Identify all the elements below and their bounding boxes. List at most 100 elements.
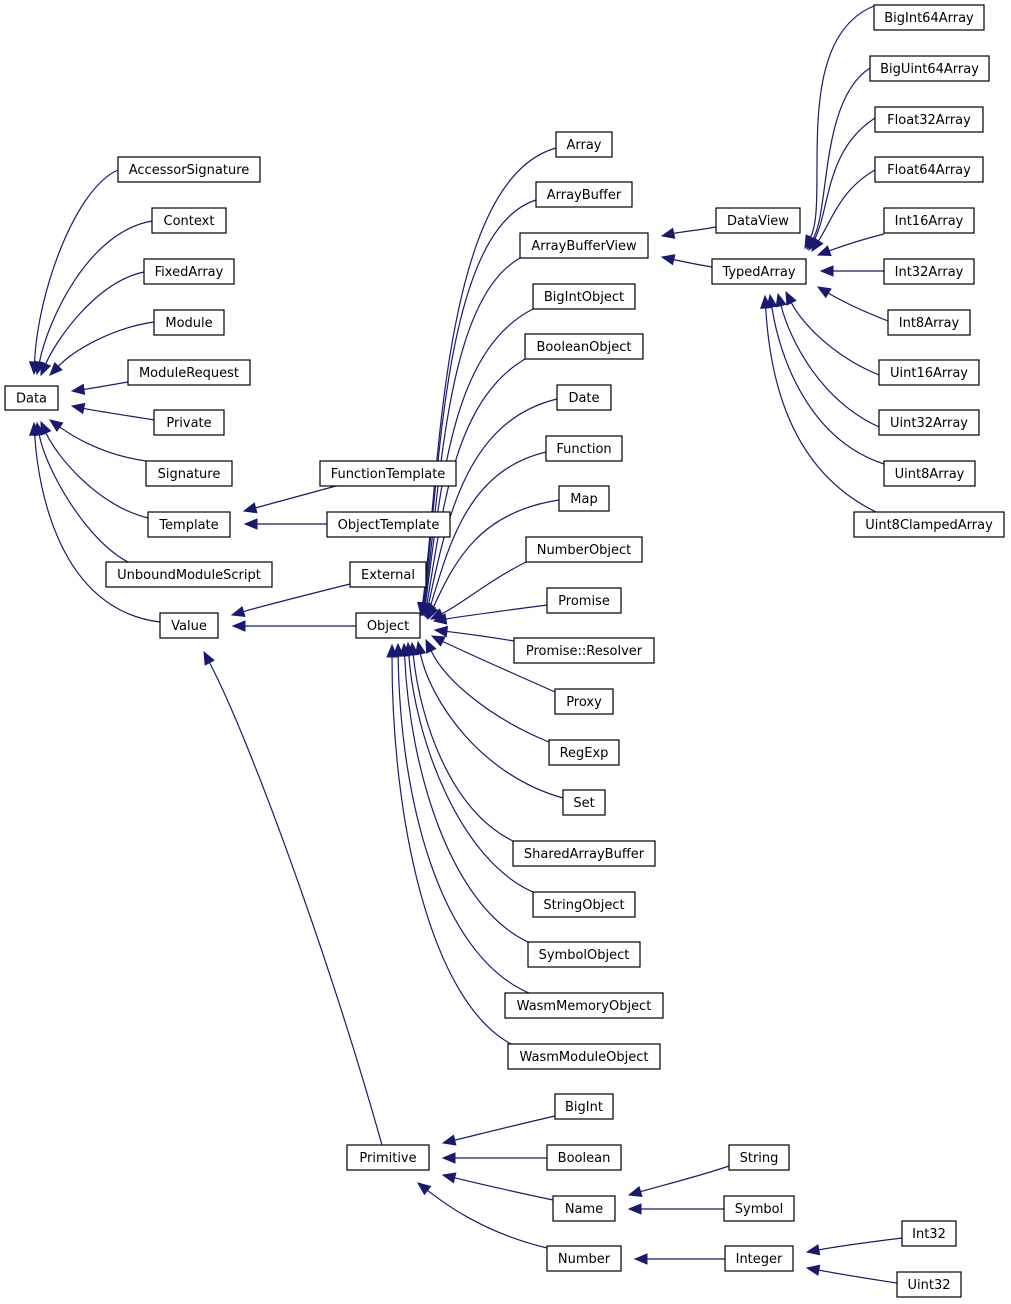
class-node-box (346, 1144, 430, 1171)
class-node-label: Integer (736, 1252, 783, 1267)
class-node-symbolobject[interactable]: SymbolObject (527, 941, 641, 968)
class-node-box (556, 384, 612, 411)
class-node-fixedarray[interactable]: FixedArray (143, 258, 235, 285)
edge-string-to-name (640, 1165, 730, 1193)
class-node-box (869, 55, 990, 82)
class-node-numberobject[interactable]: NumberObject (525, 536, 643, 563)
class-node-private[interactable]: Private (153, 409, 225, 436)
class-node-int8array[interactable]: Int8Array (887, 309, 971, 336)
class-node-box (883, 460, 976, 487)
class-node-value[interactable]: Value (159, 612, 219, 639)
class-node-signature[interactable]: Signature (145, 460, 233, 487)
class-node-arraybufferview[interactable]: ArrayBufferView (519, 232, 649, 259)
class-node-label: Map (570, 492, 597, 507)
edge-sharedarraybuffer-to-object (412, 654, 514, 842)
class-node-name[interactable]: Name (552, 1195, 616, 1222)
class-node-float64array[interactable]: Float64Array (874, 156, 984, 183)
class-node-box (151, 207, 227, 234)
class-node-symbol[interactable]: Symbol (723, 1195, 795, 1222)
class-node-objecttemplate[interactable]: ObjectTemplate (326, 511, 451, 538)
class-node-set[interactable]: Set (562, 789, 606, 816)
arrowhead-name-to-primitive (441, 1172, 457, 1184)
class-node-label: Name (565, 1202, 603, 1217)
class-node-modulerequest[interactable]: ModuleRequest (127, 359, 251, 386)
class-node-int32array[interactable]: Int32Array (883, 258, 975, 285)
arrowhead-uint32array-to-typedarray (775, 292, 787, 308)
class-node-uint16array[interactable]: Uint16Array (878, 359, 980, 386)
class-node-label: StringObject (543, 898, 624, 913)
class-node-proxy[interactable]: Proxy (554, 688, 614, 715)
class-node-regexp[interactable]: RegExp (548, 739, 620, 766)
class-node-box (4, 385, 59, 411)
class-node-context[interactable]: Context (151, 207, 227, 234)
class-node-data[interactable]: Data (4, 385, 59, 411)
arrowhead-objecttemplate-to-template (243, 518, 258, 530)
class-node-boolean[interactable]: Boolean (546, 1144, 622, 1171)
class-node-number[interactable]: Number (546, 1245, 622, 1272)
class-node-int16array[interactable]: Int16Array (883, 207, 975, 234)
class-node-box (525, 536, 643, 563)
class-node-primitive[interactable]: Primitive (346, 1144, 430, 1171)
class-node-label: Float64Array (887, 163, 971, 178)
class-node-uint8array[interactable]: Uint8Array (883, 460, 976, 487)
class-node-wasmmemoryobject[interactable]: WasmMemoryObject (504, 992, 664, 1019)
class-node-typedarray[interactable]: TypedArray (711, 258, 807, 285)
arrowhead-integer-to-number (633, 1253, 648, 1265)
class-node-stringobject[interactable]: StringObject (532, 891, 636, 918)
class-node-string[interactable]: String (728, 1144, 790, 1171)
arrowhead-promise-to-object (432, 613, 448, 625)
class-node-box (159, 612, 219, 639)
class-node-wasmmoduleobject[interactable]: WasmModuleObject (507, 1043, 661, 1070)
class-node-label: Function (556, 442, 611, 457)
arrowhead-set-to-object (414, 640, 427, 656)
arrowhead-primitive-to-value (203, 650, 215, 666)
node-layer: Data AccessorSignatureContextFixedArrayMo… (4, 4, 1005, 1298)
class-node-bigint64array[interactable]: BigInt64Array (873, 4, 985, 31)
class-node-external[interactable]: External (349, 561, 427, 588)
class-node-box (883, 258, 975, 285)
class-node-box (728, 1144, 790, 1171)
edge-modulerequest-to-data (83, 381, 129, 390)
edge-set-to-object (419, 653, 564, 799)
class-node-date[interactable]: Date (556, 384, 612, 411)
class-node-bigintobject[interactable]: BigIntObject (532, 283, 636, 310)
class-node-booleanobject[interactable]: BooleanObject (524, 333, 644, 360)
class-node-biguint64array[interactable]: BigUint64Array (869, 55, 990, 82)
class-node-template[interactable]: Template (147, 511, 231, 538)
class-node-array[interactable]: Array (555, 131, 613, 158)
edge-context-to-data (38, 220, 153, 363)
class-node-label: Uint8Array (895, 467, 965, 482)
class-node-module[interactable]: Module (153, 309, 225, 336)
class-node-promiseresolver[interactable]: Promise::Resolver (513, 637, 655, 664)
class-node-dataview[interactable]: DataView (715, 207, 801, 234)
class-node-box (896, 1271, 962, 1298)
class-node-uint8clampedarray[interactable]: Uint8ClampedArray (853, 511, 1005, 538)
class-node-label: Template (158, 518, 218, 533)
class-node-box (145, 460, 233, 487)
class-node-int32[interactable]: Int32 (901, 1220, 957, 1247)
class-node-arraybuffer[interactable]: ArrayBuffer (535, 181, 633, 208)
class-node-integer[interactable]: Integer (724, 1245, 794, 1272)
edge-value-to-data (34, 434, 161, 623)
class-node-object[interactable]: Object (355, 612, 421, 639)
class-node-label: Float32Array (887, 113, 971, 128)
class-node-bigint[interactable]: BigInt (554, 1093, 614, 1120)
class-node-sharedarraybuffer[interactable]: SharedArrayBuffer (512, 840, 656, 867)
class-node-label: WasmMemoryObject (517, 999, 652, 1014)
class-node-function[interactable]: Function (545, 435, 623, 462)
class-node-unboundmodulescript[interactable]: UnboundModuleScript (105, 561, 273, 588)
class-node-uint32[interactable]: Uint32 (896, 1271, 962, 1298)
class-node-label: Int32Array (895, 265, 964, 280)
arrowhead-uint8clampedarray-to-typedarray (760, 294, 772, 309)
class-node-map[interactable]: Map (558, 485, 610, 512)
arrowhead-fixedarray-to-data (40, 361, 52, 377)
class-node-functiontemplate[interactable]: FunctionTemplate (319, 460, 457, 487)
class-node-float32array[interactable]: Float32Array (874, 106, 984, 133)
class-node-promise[interactable]: Promise (546, 587, 622, 614)
class-node-label: Date (568, 391, 599, 406)
edge-biguint64array-to-typedarray (812, 67, 871, 239)
class-node-label: Value (171, 619, 207, 634)
class-node-accessorsignature[interactable]: AccessorSignature (117, 156, 261, 183)
class-node-uint32array[interactable]: Uint32Array (878, 409, 980, 436)
edge-proxy-to-object (442, 640, 556, 693)
